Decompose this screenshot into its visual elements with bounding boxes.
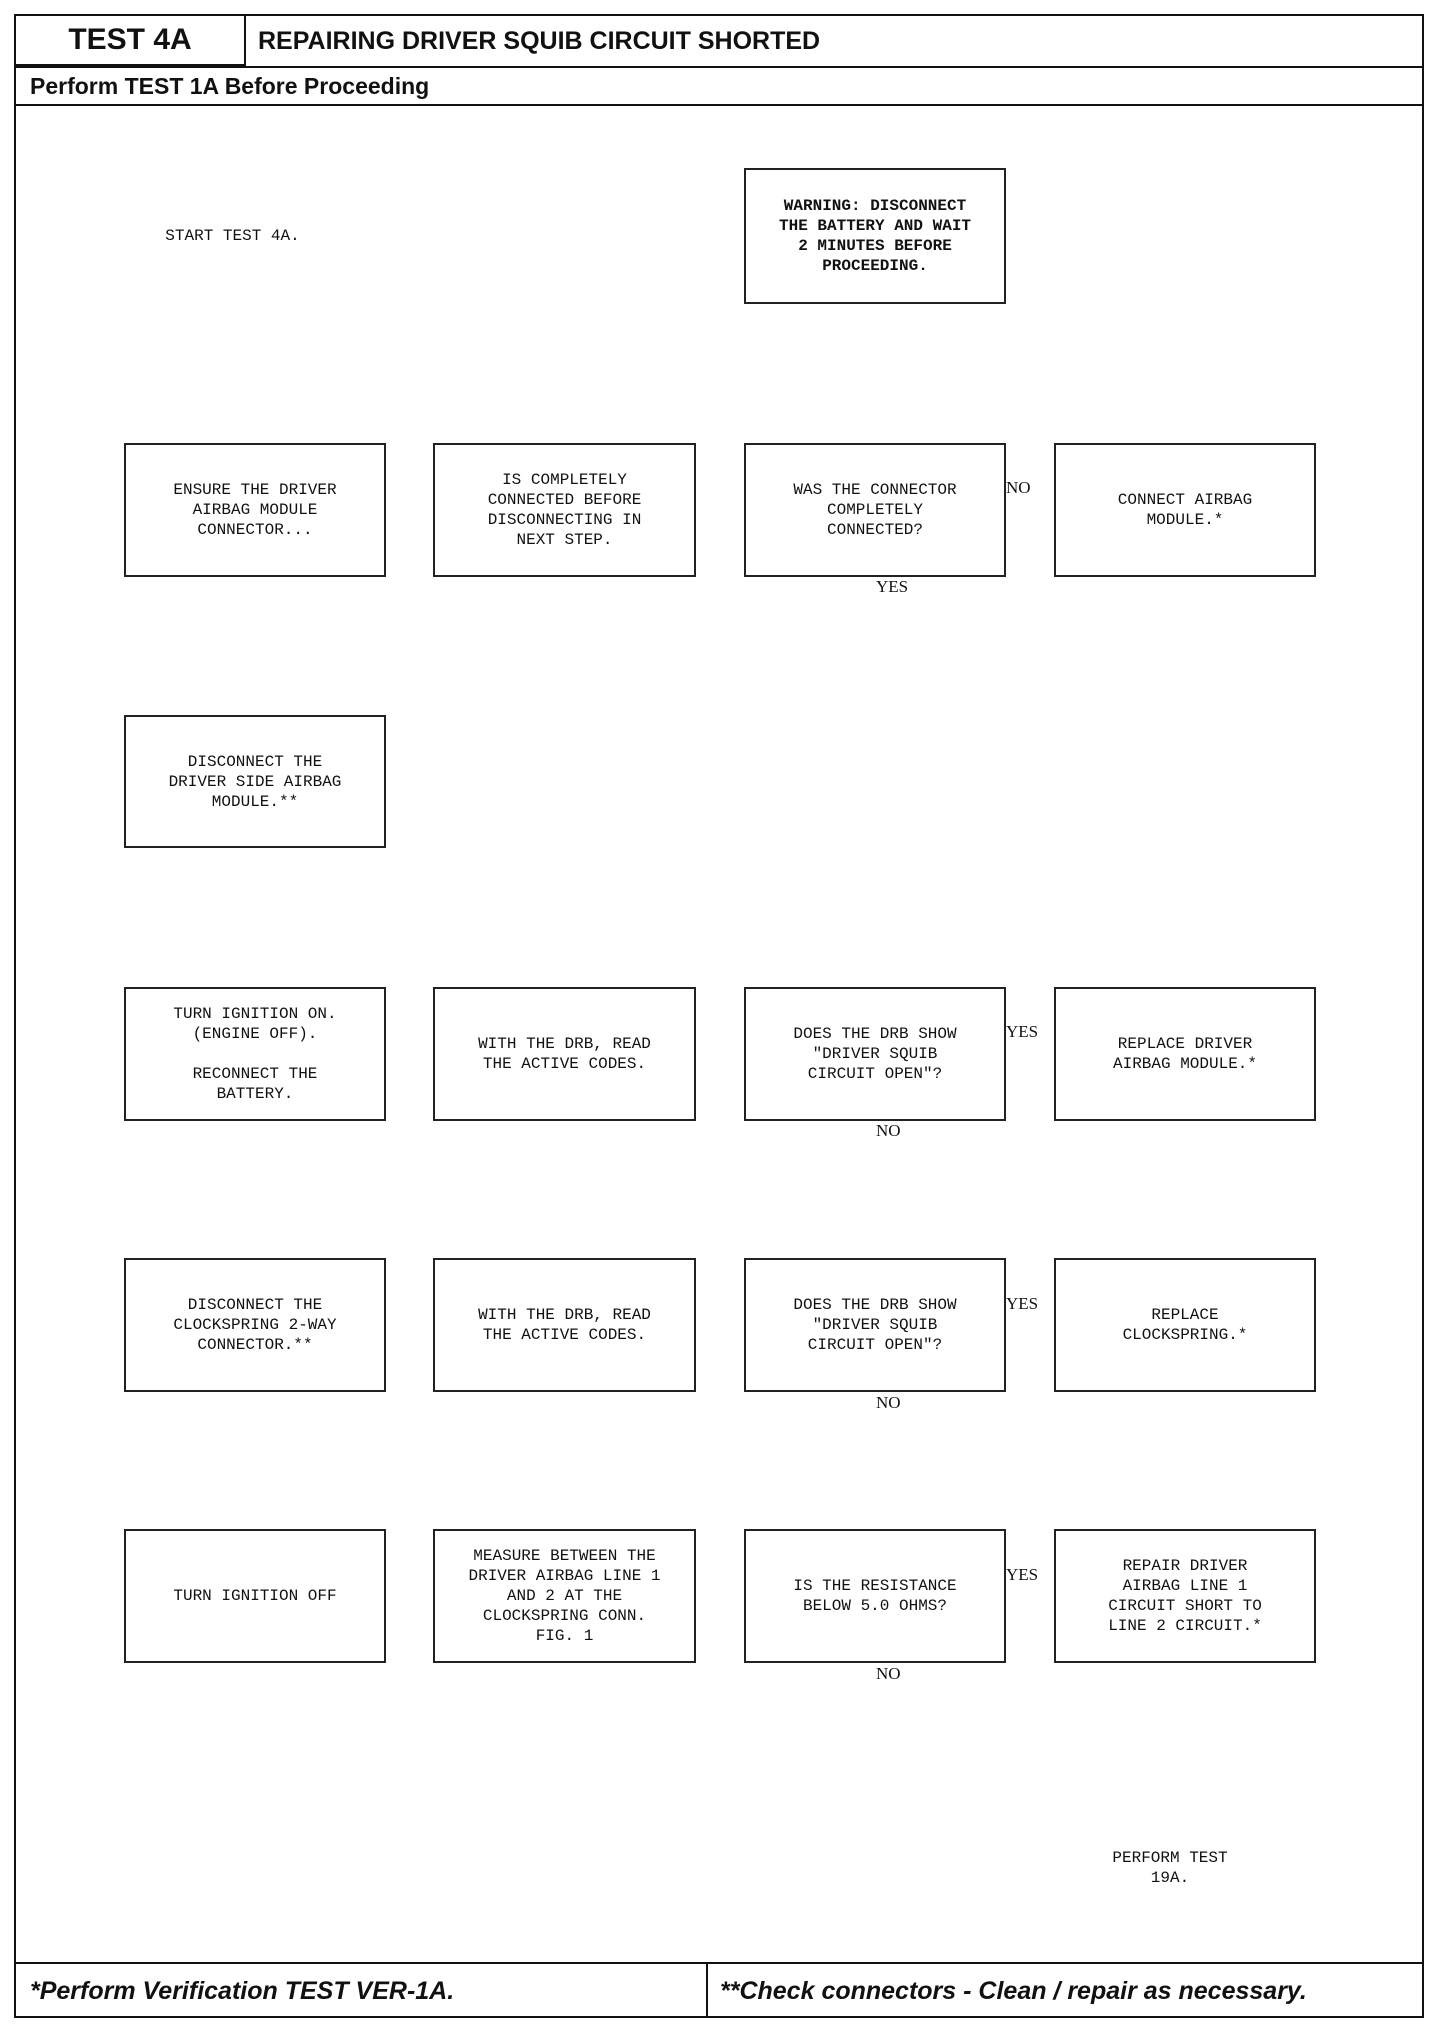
footer-divider <box>706 1964 708 2018</box>
branch-yes-label: YES <box>1006 1565 1039 1584</box>
drb-show-decision-1: DOES THE DRB SHOW "DRIVER SQUIB CIRCUIT … <box>744 987 1006 1121</box>
branch-no-label: NO <box>876 1393 901 1412</box>
measure-resistance-box: MEASURE BETWEEN THE DRIVER AIRBAG LINE 1… <box>433 1529 696 1663</box>
page-title: REPAIRING DRIVER SQUIB CIRCUIT SHORTED <box>258 26 821 55</box>
disconnect-module-box: DISCONNECT THE DRIVER SIDE AIRBAG MODULE… <box>124 715 386 848</box>
perform-test-19a-label: PERFORM TEST 19A. <box>1112 1849 1228 1887</box>
branch-yes-label: YES <box>1006 1022 1039 1041</box>
was-connected-decision: WAS THE CONNECTOR COMPLETELY CONNECTED? <box>744 443 1006 577</box>
replace-clockspring-box: REPLACE CLOCKSPRING.* <box>1054 1258 1316 1392</box>
read-codes-box-1: WITH THE DRB, READ THE ACTIVE CODES. <box>433 987 696 1121</box>
replace-module-box: REPLACE DRIVER AIRBAG MODULE.* <box>1054 987 1316 1121</box>
test-id: TEST 4A <box>16 16 246 66</box>
disconnect-clockspring-box: DISCONNECT THE CLOCKSPRING 2-WAY CONNECT… <box>124 1258 386 1392</box>
resistance-decision: IS THE RESISTANCE BELOW 5.0 OHMS? <box>744 1529 1006 1663</box>
footnote-connectors: **Check connectors - Clean / repair as n… <box>720 1976 1307 2005</box>
ignition-off-box: TURN IGNITION OFF <box>124 1529 386 1663</box>
warning-box: WARNING: DISCONNECT THE BATTERY AND WAIT… <box>744 168 1006 304</box>
footnote-verification: *Perform Verification TEST VER-1A. <box>30 1976 455 2005</box>
branch-yes-label: YES <box>1006 1294 1039 1313</box>
branch-yes-label: YES <box>876 577 909 596</box>
branch-no-label: NO <box>1006 478 1031 497</box>
repair-line-box: REPAIR DRIVER AIRBAG LINE 1 CIRCUIT SHOR… <box>1054 1529 1316 1663</box>
branch-no-label: NO <box>876 1664 901 1683</box>
connect-module-box: CONNECT AIRBAG MODULE.* <box>1054 443 1316 577</box>
ensure-connector-box: ENSURE THE DRIVER AIRBAG MODULE CONNECTO… <box>124 443 386 577</box>
start-test-label: START TEST 4A. <box>165 227 300 245</box>
ignition-on-box: TURN IGNITION ON. (ENGINE OFF). RECONNEC… <box>124 987 386 1121</box>
read-codes-box-2: WITH THE DRB, READ THE ACTIVE CODES. <box>433 1258 696 1392</box>
prerequisite-note: Perform TEST 1A Before Proceeding <box>16 66 1422 106</box>
branch-no-label: NO <box>876 1121 901 1140</box>
footer: *Perform Verification TEST VER-1A. **Che… <box>16 1962 1422 2018</box>
is-completely-connected-box: IS COMPLETELY CONNECTED BEFORE DISCONNEC… <box>433 443 696 577</box>
drb-show-decision-2: DOES THE DRB SHOW "DRIVER SQUIB CIRCUIT … <box>744 1258 1006 1392</box>
